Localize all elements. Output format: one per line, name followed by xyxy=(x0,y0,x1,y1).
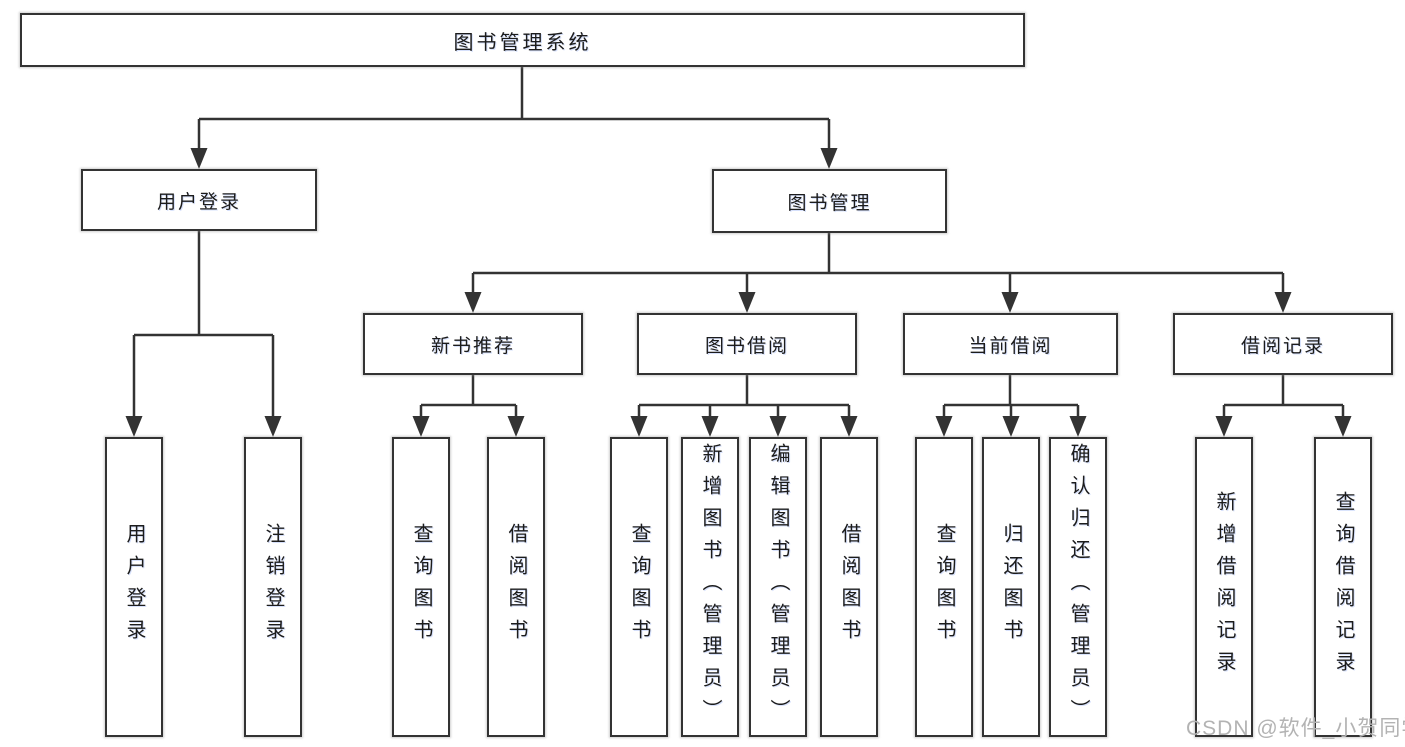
leaf-return-books: 归还图书 xyxy=(982,437,1040,737)
arrow-down-icon xyxy=(935,416,953,437)
leaf-label: 借阅图书 xyxy=(505,523,527,651)
node-new-book-recommendation: 新书推荐 xyxy=(363,313,583,375)
arrow-down-icon xyxy=(1001,292,1019,313)
leaf-label: 查询图书 xyxy=(628,523,650,651)
leaf-add-borrow-record: 新增借阅记录 xyxy=(1195,437,1253,737)
leaf-label: 借阅图书 xyxy=(838,523,860,651)
arrow-down-icon xyxy=(190,148,208,169)
connector-book-borrow-children xyxy=(637,375,851,418)
arrow-down-icon xyxy=(1215,416,1233,437)
leaf-logout: 注销登录 xyxy=(244,437,302,737)
leaf-add-book-admin: 新增图书（管理员） xyxy=(681,437,739,737)
leaf-label: 用户登录 xyxy=(123,523,145,651)
arrow-down-icon xyxy=(630,416,648,437)
connector-current-borrow-children xyxy=(942,375,1080,418)
leaf-label: 查询借阅记录 xyxy=(1332,491,1354,683)
leaf-label: 查询图书 xyxy=(933,523,955,651)
arrow-down-icon xyxy=(1002,416,1020,437)
connector-book-mgmt-children xyxy=(471,233,1285,294)
connector-borrow-record-children xyxy=(1222,375,1345,418)
arrow-down-icon xyxy=(769,416,787,437)
arrow-down-icon xyxy=(820,148,838,169)
leaf-query-books-current: 查询图书 xyxy=(915,437,973,737)
arrow-down-icon xyxy=(264,416,282,437)
connector-user-login-children xyxy=(132,231,275,418)
leaf-label: 确认归还（管理员） xyxy=(1067,443,1089,731)
leaf-query-books-recommend: 查询图书 xyxy=(392,437,450,737)
leaf-query-books-borrow: 查询图书 xyxy=(610,437,668,737)
arrow-down-icon xyxy=(507,416,525,437)
node-book-borrowing: 图书借阅 xyxy=(637,313,857,375)
leaf-label: 新增借阅记录 xyxy=(1213,491,1235,683)
node-library-management-system: 图书管理系统 xyxy=(20,13,1025,67)
arrowheads xyxy=(125,148,1352,437)
leaf-label: 新增图书（管理员） xyxy=(699,443,721,731)
arrow-down-icon xyxy=(464,292,482,313)
leaf-label: 编辑图书（管理员） xyxy=(767,443,789,731)
connector-new-book-children xyxy=(419,375,518,418)
leaf-borrow-books-recommend: 借阅图书 xyxy=(487,437,545,737)
arrow-down-icon xyxy=(738,292,756,313)
leaf-label: 归还图书 xyxy=(1000,523,1022,651)
leaf-query-borrow-record: 查询借阅记录 xyxy=(1314,437,1372,737)
arrow-down-icon xyxy=(840,416,858,437)
leaf-user-login: 用户登录 xyxy=(105,437,163,737)
watermark: CSDN @软件_小贺同学 xyxy=(1186,717,1405,740)
leaf-edit-book-admin: 编辑图书（管理员） xyxy=(749,437,807,737)
leaf-label: 注销登录 xyxy=(262,523,284,651)
leaf-confirm-return-admin: 确认归还（管理员） xyxy=(1049,437,1107,737)
arrow-down-icon xyxy=(701,416,719,437)
connector-root-to-branches xyxy=(197,67,831,150)
arrow-down-icon xyxy=(1274,292,1292,313)
leaf-label: 查询图书 xyxy=(410,523,432,651)
arrow-down-icon xyxy=(1334,416,1352,437)
arrow-down-icon xyxy=(412,416,430,437)
node-borrowing-records: 借阅记录 xyxy=(1173,313,1393,375)
node-user-login: 用户登录 xyxy=(81,169,317,231)
node-book-management: 图书管理 xyxy=(712,169,947,233)
node-current-borrowing: 当前借阅 xyxy=(903,313,1118,375)
arrow-down-icon xyxy=(1069,416,1087,437)
arrow-down-icon xyxy=(125,416,143,437)
leaf-borrow-books: 借阅图书 xyxy=(820,437,878,737)
